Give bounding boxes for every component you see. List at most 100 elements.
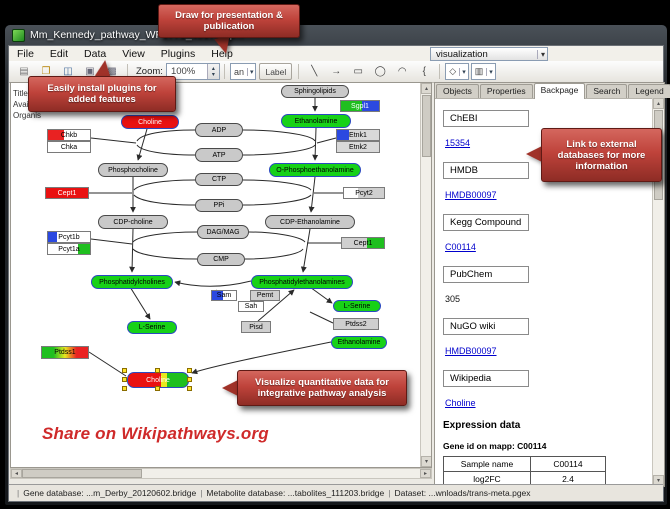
menu-file[interactable]: File <box>17 47 34 60</box>
pathway-node[interactable]: Sphingolipids <box>281 85 349 98</box>
scroll-down-button[interactable]: ▾ <box>421 456 431 467</box>
pathway-node[interactable]: Sam <box>211 290 237 301</box>
expression-table: Sample name C00114 log2FC 2.4 pvalue 7.8… <box>443 456 606 486</box>
arc-tool-button[interactable]: ◠ <box>397 66 407 77</box>
selection-handle[interactable] <box>155 386 160 391</box>
pathway-node[interactable]: Sah <box>238 301 264 312</box>
pathway-node[interactable]: Pcyt2 <box>343 187 385 199</box>
tab-properties[interactable]: Properties <box>479 84 533 98</box>
pathway-node[interactable]: Ethanolamine <box>281 114 351 128</box>
visualization-dropdown[interactable]: visualization ▾ <box>430 47 548 61</box>
backpage-section-wikipedia: Wikipedia Choline <box>443 368 653 411</box>
pathway-node[interactable]: Phosphatidylethanolamines <box>251 275 353 289</box>
pathway-node[interactable]: Phosphocholine <box>98 163 168 177</box>
pathway-node[interactable]: Etnk1 <box>336 129 380 141</box>
menu-help[interactable]: Help <box>211 47 233 60</box>
tab-search[interactable]: Search <box>586 84 628 98</box>
copy-button[interactable]: ▣ <box>85 66 95 77</box>
pathway-node[interactable]: DAG/MAG <box>197 225 249 239</box>
backpage-section-chebi: ChEBI 15354 <box>443 108 653 151</box>
canvas-horizontal-scrollbar[interactable]: ◂ ▸ <box>10 468 432 479</box>
scroll-up-button[interactable]: ▴ <box>653 98 664 109</box>
scrollbar-thumb[interactable] <box>422 95 431 157</box>
zoom-spinner[interactable]: ▴ ▾ <box>206 64 219 79</box>
expression-data-title: Expression data <box>443 420 521 431</box>
backpage-section-pubchem: PubChem 305 <box>443 264 653 307</box>
selection-handle[interactable] <box>122 377 127 382</box>
pathway-node[interactable]: L-Serine <box>333 300 381 312</box>
selection-handle[interactable] <box>187 386 192 391</box>
pathway-node[interactable]: O-Phosphoethanolamine <box>269 163 361 177</box>
pathway-node[interactable]: CMP <box>197 253 245 266</box>
pathway-node[interactable]: Chka <box>47 141 91 153</box>
external-link[interactable]: HMDB00097 <box>445 346 497 356</box>
arrow-tool-button[interactable]: → <box>331 66 342 77</box>
pathway-node[interactable]: Chkb <box>47 129 91 141</box>
brace-tool-button[interactable]: { <box>422 66 426 77</box>
canvas-vertical-scrollbar[interactable]: ▴ ▾ <box>420 83 431 467</box>
statusbar-dataset: Dataset: ...wnloads/trans-meta.pgex <box>394 488 531 498</box>
pathway-canvas[interactable]: Title: Availab Organis Sphingolipids Sgp… <box>10 82 432 468</box>
pathway-node[interactable]: L-Serine <box>127 321 177 334</box>
pathway-node[interactable]: Etnk2 <box>336 141 380 153</box>
pathway-node[interactable]: Pemt <box>250 290 280 301</box>
pathway-node[interactable]: CTP <box>195 173 243 186</box>
scroll-down-icon: ▾ <box>656 478 660 484</box>
external-link[interactable]: Choline <box>445 398 476 408</box>
label-tool-button[interactable]: Label <box>259 63 293 80</box>
pathway-node[interactable]: ATP <box>195 148 243 162</box>
menu-plugins[interactable]: Plugins <box>160 47 196 60</box>
scroll-right-button[interactable]: ▸ <box>420 469 431 478</box>
scroll-left-button[interactable]: ◂ <box>11 469 22 478</box>
font-value: an <box>233 66 244 77</box>
pathway-node[interactable]: Ptdss2 <box>333 318 379 330</box>
pathway-node[interactable]: Cept1 <box>341 237 385 249</box>
shape-dropdown[interactable]: ◇ ▾ <box>445 63 469 80</box>
selection-handle[interactable] <box>122 386 127 391</box>
statusbar-metabolite-db: Metabolite database: ...tabolites_111203… <box>206 488 385 498</box>
template-dropdown[interactable]: ▥ ▾ <box>470 63 496 80</box>
selection-handle[interactable] <box>187 377 192 382</box>
pathway-node[interactable]: CDP-Ethanolamine <box>265 215 355 229</box>
pathway-node[interactable]: Ptdss1 <box>41 346 89 359</box>
pathway-node[interactable]: Sgpl1 <box>340 100 380 112</box>
selection-handle[interactable] <box>122 368 127 373</box>
tab-objects[interactable]: Objects <box>436 84 479 98</box>
save-button[interactable]: ◫ <box>63 66 73 77</box>
paste-button[interactable]: ▩ <box>107 66 117 77</box>
tab-legend[interactable]: Legend <box>628 84 670 98</box>
titlebar[interactable]: Mm_Kennedy_pathway_WP1771_45176.gp... <box>5 25 667 45</box>
section-header: NuGO wiki <box>443 318 529 335</box>
new-file-button[interactable]: ▤ <box>19 66 29 77</box>
menu-data[interactable]: Data <box>84 47 107 60</box>
font-combobox[interactable]: an ▾ <box>229 63 257 80</box>
ellipse-tool-button[interactable]: ◯ <box>374 66 386 77</box>
shape-icon: ◇ <box>449 66 457 76</box>
menu-edit[interactable]: Edit <box>49 47 69 60</box>
zoom-combobox[interactable]: 100% ▴ ▾ <box>165 63 220 80</box>
selection-handle[interactable] <box>187 368 192 373</box>
menu-view[interactable]: View <box>122 47 145 60</box>
line-tool-button[interactable]: ╲ <box>311 66 318 77</box>
pathway-node[interactable]: Pcyt1b <box>47 231 91 243</box>
pathway-node[interactable]: Ethanolamine <box>331 336 387 349</box>
scrollbar-thumb[interactable] <box>22 469 142 478</box>
selection-handle[interactable] <box>155 368 160 373</box>
rectangle-tool-button[interactable]: ▭ <box>353 66 363 77</box>
external-link[interactable]: C00114 <box>445 242 476 252</box>
pathway-node[interactable]: Pisd <box>241 321 271 333</box>
pathway-node[interactable]: ADP <box>195 123 243 137</box>
pathway-node[interactable]: Phosphatidylcholines <box>91 275 173 289</box>
external-link[interactable]: 15354 <box>445 138 471 148</box>
sidebar-tabs: Objects Properties Backpage Search Legen… <box>435 83 670 99</box>
pathway-node[interactable]: Choline <box>121 115 179 129</box>
scroll-up-button[interactable]: ▴ <box>421 83 431 94</box>
pathway-node[interactable]: Cept1 <box>45 187 89 199</box>
statusbar-gene-db: Gene database: ...m_Derby_20120602.bridg… <box>23 488 197 498</box>
pathway-node[interactable]: CDP-choline <box>98 215 168 229</box>
tab-backpage[interactable]: Backpage <box>533 83 586 99</box>
pathway-node[interactable]: PPi <box>195 199 243 212</box>
open-file-button[interactable]: ❐ <box>41 66 51 77</box>
external-link[interactable]: HMDB00097 <box>445 190 497 200</box>
pathway-node[interactable]: Pcyt1a <box>47 243 91 255</box>
